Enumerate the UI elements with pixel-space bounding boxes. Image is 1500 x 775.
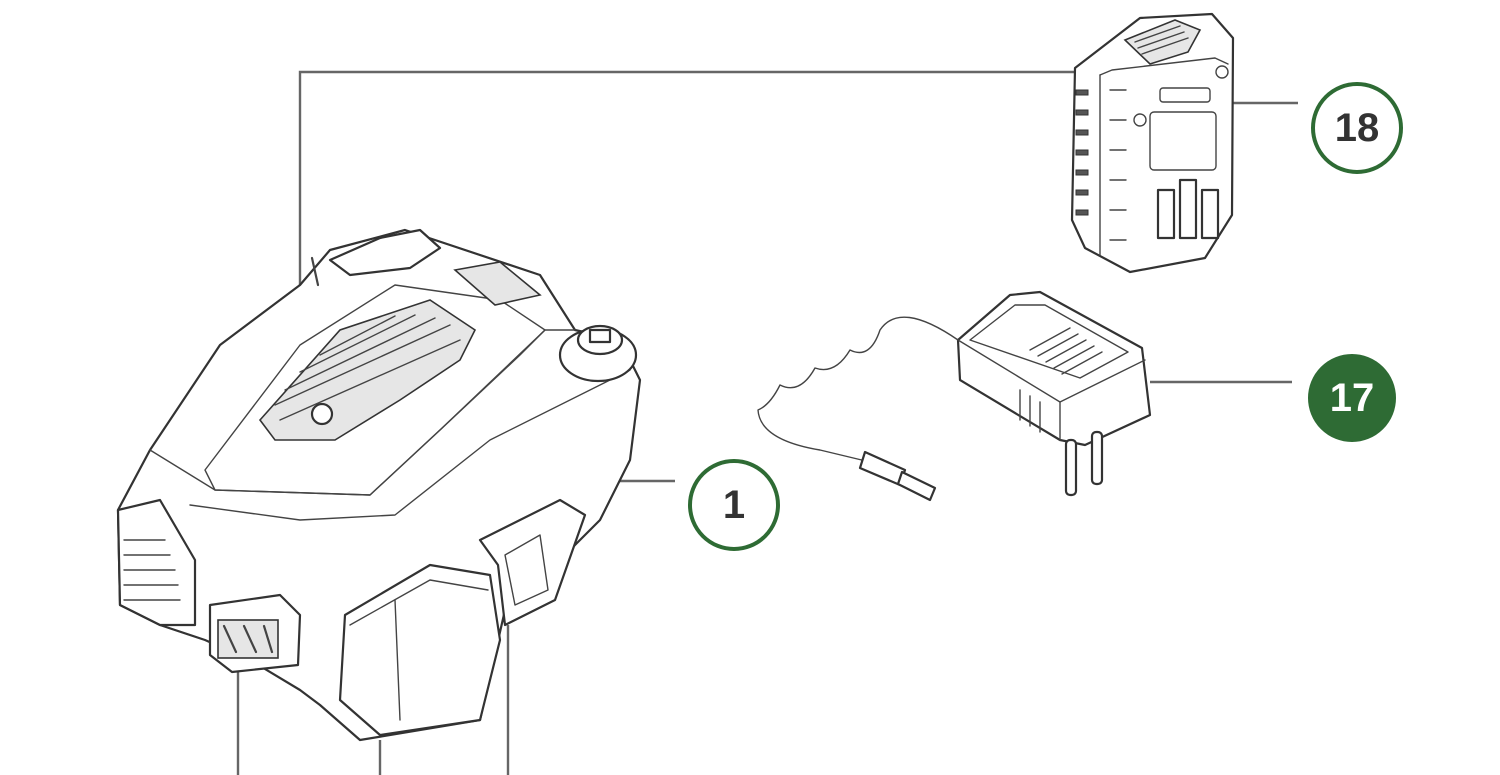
charger-plug-pins [1064, 430, 1104, 497]
battery-terminals [1156, 178, 1220, 240]
callout-1[interactable]: 1 [688, 459, 780, 551]
fuel-cap [558, 324, 638, 383]
engine-lower-block [338, 498, 587, 737]
callout-1-label: 1 [723, 483, 745, 527]
battery-pack-illustration [1070, 12, 1235, 274]
charger-vent-ribs [1019, 327, 1103, 433]
callout-17[interactable]: 17 [1308, 354, 1396, 442]
battery-vent-slots [1075, 89, 1089, 216]
leader-battery-to-engine [298, 70, 1075, 285]
charger-dc-connector [858, 450, 937, 502]
callout-18[interactable]: 18 [1311, 82, 1403, 174]
charger-illustration [757, 290, 1152, 502]
battery-side-grille [1109, 89, 1127, 241]
leader-lines [236, 70, 1298, 775]
battery-grip-ridges [1134, 25, 1189, 55]
engine-side-grille [116, 498, 197, 627]
callout-1-ring [688, 459, 780, 551]
engine-top-vent [258, 299, 477, 441]
callout-17-disc [1308, 354, 1396, 442]
callout-17-label: 17 [1330, 376, 1375, 420]
engine-antenna [310, 256, 320, 287]
callout-18-ring [1311, 82, 1403, 174]
engine-illustration [116, 228, 642, 742]
callout-18-label: 18 [1335, 106, 1380, 150]
engine-front-emblem [208, 593, 302, 674]
